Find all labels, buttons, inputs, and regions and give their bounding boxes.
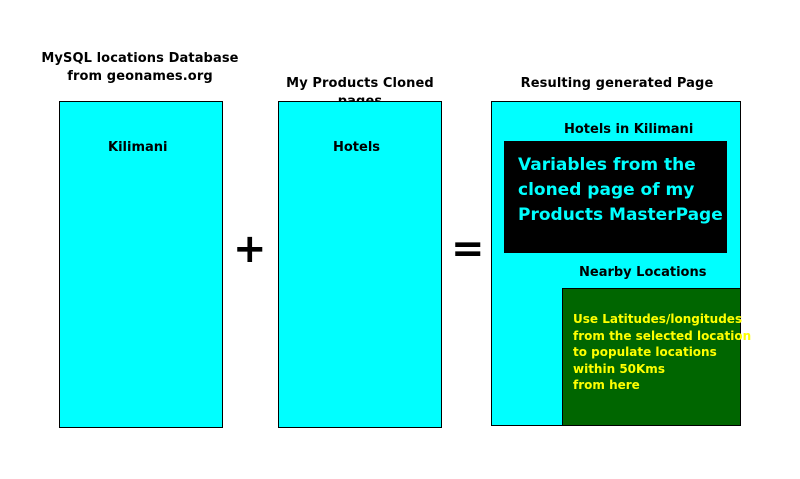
variables-text-line: Products MasterPage xyxy=(518,205,723,225)
database-heading-line1: MySQL locations Database xyxy=(41,51,239,66)
result-heading: Resulting generated Page xyxy=(520,76,714,91)
nearby-locations-panel: Use Latitudes/longitudes from the select… xyxy=(562,288,752,426)
variables-text-line: cloned page of my xyxy=(518,180,695,200)
database-heading-line2: from geonames.org xyxy=(67,69,213,84)
products-box: Hotels xyxy=(278,101,442,428)
variables-panel: Variables from the cloned page of my Pro… xyxy=(504,141,727,253)
nearby-locations-label: Nearby Locations xyxy=(579,265,707,280)
nearby-text-line: from the selected location xyxy=(573,328,752,343)
database-item-label: Kilimani xyxy=(108,140,168,155)
database-box: Kilimani xyxy=(59,101,223,428)
products-item-label: Hotels xyxy=(333,140,381,155)
variables-text-line: Variables from the xyxy=(518,155,696,175)
nearby-text-line: within 50Kms xyxy=(573,361,665,376)
result-page-title: Hotels in Kilimani xyxy=(564,122,694,137)
nearby-text-line: from here xyxy=(573,378,640,392)
nearby-text-line: Use Latitudes/longitudes xyxy=(573,312,743,326)
nearby-text-line: to populate locations xyxy=(573,345,717,359)
equals-operator: = xyxy=(451,226,485,272)
database-heading: MySQL locations Database from geonames.o… xyxy=(40,50,240,86)
plus-operator: + xyxy=(233,226,267,272)
